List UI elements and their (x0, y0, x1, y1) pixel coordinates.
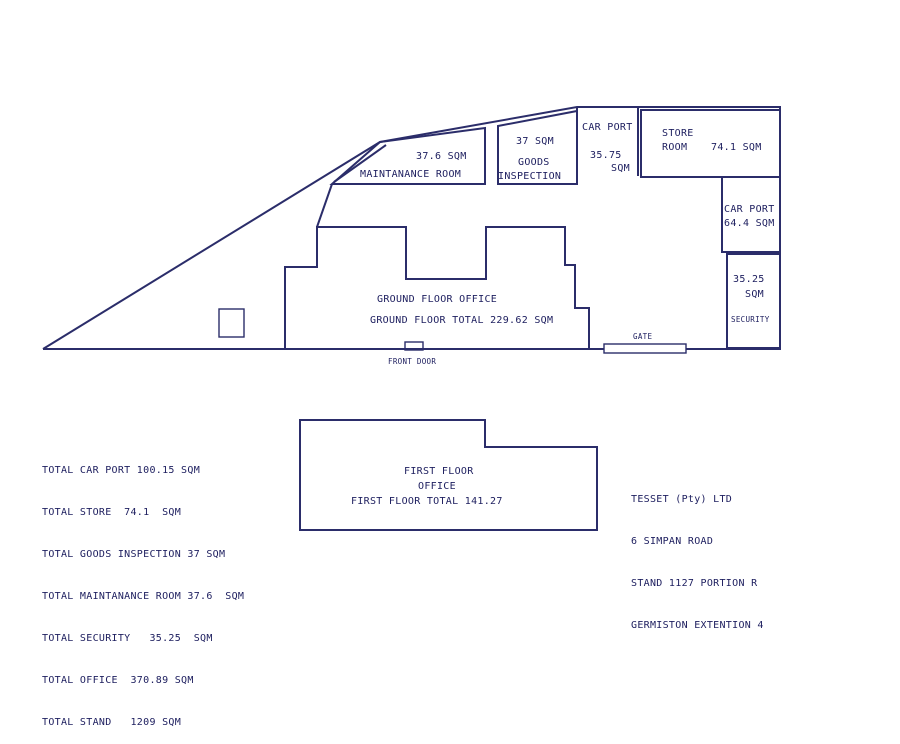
first-floor-outline (299, 419, 598, 531)
side-wall (316, 183, 333, 228)
total-store: TOTAL STORE 74.1 SQM (42, 507, 182, 518)
area-totals: TOTAL CAR PORT 100.15 SQM TOTAL STORE 74… (42, 436, 244, 744)
company-info: TESSET (Pty) LTD 6 SIMPAN ROAD STAND 112… (631, 465, 764, 647)
goods-name-label-2: INSPECTION (498, 171, 561, 182)
maintenance-area-label: 37.6 SQM (416, 151, 467, 162)
company-street: 6 SIMPAN ROAD (631, 536, 714, 547)
store-name-label-2: ROOM (662, 142, 687, 153)
security-area-label-2: SQM (745, 289, 764, 300)
total-car-port: TOTAL CAR PORT 100.15 SQM (42, 465, 201, 476)
small-structure (218, 308, 245, 338)
front-door-symbol (404, 341, 424, 351)
total-security: TOTAL SECURITY 35.25 SQM (42, 633, 213, 644)
site-plan-drawing: 37.6 SQM MAINTANANCE ROOM 37 SQM GOODS I… (42, 106, 781, 531)
company-name: TESSET (Pty) LTD (631, 494, 733, 505)
store-name-label-1: STORE (662, 128, 694, 139)
first-floor-label-1: FIRST FLOOR (404, 466, 474, 477)
total-goods-inspection: TOTAL GOODS INSPECTION 37 SQM (42, 549, 226, 560)
front-door-label: FRONT DOOR (388, 357, 436, 366)
total-office: TOTAL OFFICE 370.89 SQM (42, 675, 194, 686)
car-port-top-wall (576, 107, 639, 184)
security-area-label-1: 35.25 (733, 274, 765, 285)
car-port-top-name: CAR PORT (582, 122, 633, 133)
ground-office-name-label: GROUND FLOOR OFFICE (377, 294, 497, 305)
store-room-outline (640, 109, 781, 178)
car-port-top-area-2: SQM (611, 163, 630, 174)
maintenance-room-outline (329, 126, 486, 185)
gate-symbol (603, 343, 687, 354)
gate-label: GATE (633, 332, 652, 341)
first-floor-label-2: OFFICE (418, 481, 456, 492)
total-stand: TOTAL STAND 1209 SQM (42, 717, 182, 728)
maintenance-name-label: MAINTANANCE ROOM (360, 169, 461, 180)
first-floor-total-label: FIRST FLOOR TOTAL 141.27 (351, 496, 503, 507)
ground-office-total-label: GROUND FLOOR TOTAL 229.62 SQM (370, 315, 553, 326)
security-outline (726, 253, 781, 349)
security-name-label: SECURITY (731, 315, 770, 324)
car-port-right-area: 64.4 SQM (724, 218, 775, 229)
company-suburb: GERMISTON EXTENTION 4 (631, 620, 764, 631)
goods-area-label: 37 SQM (516, 136, 554, 147)
total-maintenance-room: TOTAL MAINTANANCE ROOM 37.6 SQM (42, 591, 245, 602)
goods-name-label-1: GOODS (518, 157, 550, 168)
car-port-right-outline (721, 177, 780, 253)
car-port-top-area-1: 35.75 (590, 150, 622, 161)
site-plan: 37.6 SQM MAINTANANCE ROOM 37 SQM GOODS I… (42, 106, 781, 531)
car-port-right-name: CAR PORT (724, 204, 775, 215)
store-area-label: 74.1 SQM (711, 142, 762, 153)
company-stand: STAND 1127 PORTION R (631, 578, 758, 589)
ground-floor-office-outline (284, 226, 590, 349)
